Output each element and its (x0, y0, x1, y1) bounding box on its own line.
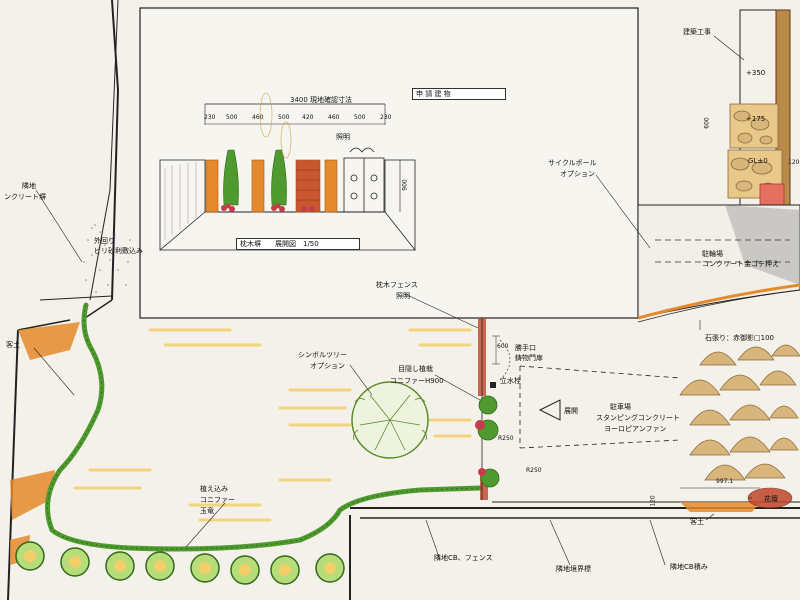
elevation-marker-lines (519, 365, 681, 449)
architecture-work-label: 建築工事 (683, 28, 711, 36)
fence-segment-dims: 230 500 460 500 420 460 500 230 (204, 114, 394, 124)
neighbor-left-wall-label: ンクリート塀 (4, 193, 46, 201)
fence-seg-dim: 500 (226, 114, 238, 121)
stamped-concrete (679, 344, 800, 481)
dim-120-bottom-label: 120 (649, 495, 657, 507)
lawn-hatching (73, 328, 472, 522)
side-gate-type-label: 鋳物門扉 (515, 354, 543, 362)
level-gl0-label: GL±0 (748, 157, 768, 165)
stone-edging-label: 石張り：赤御影□100 (705, 334, 774, 342)
outer-gravel-detail-label: ビリ砂利敷込み (94, 247, 143, 255)
parking-main-label: 駐車場 (610, 403, 631, 411)
parking-top-surface-label: コンクリート金ゴテ押え (702, 260, 779, 268)
fence-total-dim-label: 3400 現地確認寸法 (290, 96, 353, 104)
planting-ryu-label: 玉竜 (200, 507, 214, 515)
sleeper-fence-light-label: 照明 (396, 292, 410, 300)
shrub-icon (15, 541, 45, 571)
building-outline (139, 7, 639, 319)
shrub-icon (145, 551, 175, 581)
mound-right-label: 客土 (690, 518, 704, 526)
mound-left-label: 客土 (6, 341, 20, 349)
planting-conifer-label: コニファー (200, 496, 235, 504)
parking-main-surface-label: スタンピングコンクリート (596, 414, 680, 422)
fence-seg-dim: 230 (380, 114, 392, 121)
conifer-left (223, 149, 239, 206)
outer-gravel-label: 外回り (94, 237, 115, 245)
dim-600-right-label: 600 (703, 117, 711, 129)
symbol-tree-option-label: オプション (310, 362, 345, 370)
level-175-label: +175 (746, 115, 766, 123)
building-label: 申 請 建 物 (412, 88, 506, 100)
boundary-stone-label: 隣地境界標 (556, 565, 591, 573)
screen-planting-label: 目隠し植栽 (398, 365, 433, 373)
conifer-right (271, 149, 287, 206)
arrow-icon (538, 399, 561, 421)
leader-lines (33, 35, 752, 566)
dim-120-right-label: 120 (788, 159, 800, 166)
elevation-title: 枕木塀 展開図 1/50 (236, 238, 360, 250)
dim-600-gate-label: 600 (497, 343, 509, 350)
boundary-cb-wall-label: 隣地CB積み (670, 563, 708, 571)
fence-seg-dim: 420 (302, 114, 314, 121)
r250-bottom-label: R250 (526, 467, 542, 474)
gate-dimension (492, 335, 500, 365)
screen-planting-plan (475, 395, 500, 488)
elevation-marker-label: 展開 (564, 407, 578, 415)
cycle-pole-label: サイクルポール (548, 159, 597, 167)
gravel-area (83, 224, 131, 293)
fence-seg-dim: 460 (328, 114, 340, 121)
r250-top-label: R250 (498, 435, 514, 442)
faucet-label: 立水栓 (500, 377, 521, 385)
tree-icon (351, 381, 429, 459)
level-350-label: +350 (746, 69, 766, 77)
gate-icon (343, 147, 385, 213)
fence-seg-dim: 460 (252, 114, 264, 121)
shrub-row (15, 541, 345, 585)
sleeper-fence-label: 枕木フェンス (376, 281, 418, 289)
cycle-pole-option-label: オプション (560, 170, 595, 178)
stone-steps (727, 103, 785, 207)
faucet-icon (490, 382, 496, 388)
fence-elevation (159, 92, 416, 252)
boundary-cb-fence-label: 隣地CB、フェンス (434, 554, 493, 562)
planting-label: 植え込み (200, 485, 228, 493)
side-gate-label: 勝手口 (515, 344, 536, 352)
screen-planting-species-label: コニファーH900 (390, 377, 444, 385)
shrub-icon (230, 555, 260, 585)
shrub-icon (315, 553, 345, 583)
light-label: 照明 (336, 133, 350, 141)
parking-main-pattern-label: ヨーロピアンファン (604, 425, 667, 433)
shrub-icon (270, 555, 300, 585)
shrub-icon (60, 547, 90, 577)
fence-seg-dim: 230 (204, 114, 216, 121)
fence-height-label: 900 (401, 179, 409, 191)
flower-bed-label: 花壇 (764, 495, 778, 503)
neighbor-left-label: 隣地 (22, 182, 36, 190)
parking-top-label: 駐輪場 (702, 250, 723, 258)
fence-seg-dim: 500 (354, 114, 366, 121)
symbol-tree-label: シンボルツリー (298, 351, 347, 359)
dim-997-label: 997.1 (716, 478, 734, 485)
fence-seg-dim: 500 (278, 114, 290, 121)
shrub-icon (190, 553, 220, 583)
shrub-icon (105, 551, 135, 581)
